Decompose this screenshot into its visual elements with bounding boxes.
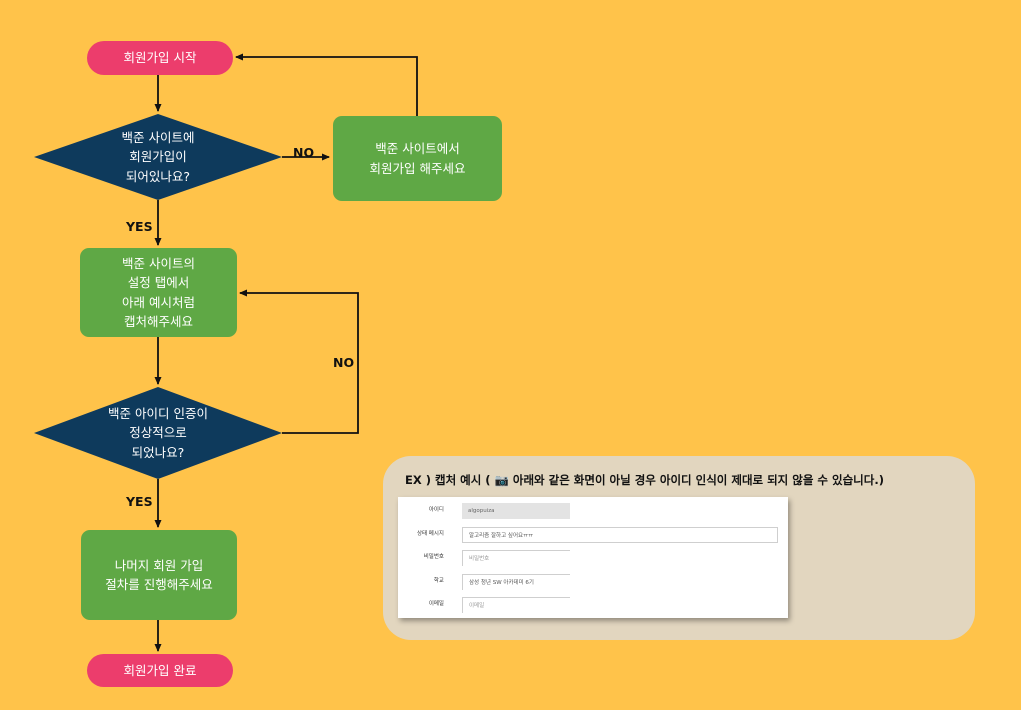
- example-row-email: 이메일 이메일: [398, 596, 788, 613]
- example-value: 삼성 청년 SW 아카데미 6기: [462, 574, 570, 590]
- decision-member-shape: [34, 114, 282, 200]
- example-row-id: 아이디 algopuiza: [398, 502, 788, 519]
- label-no-2: NO: [333, 355, 355, 370]
- signup-node: 백준 사이트에서 회원가입 해주세요: [333, 116, 502, 201]
- example-panel: EX ) 캡처 예시 ( 📷 아래와 같은 화면이 아닐 경우 아이디 인식이 …: [383, 456, 975, 640]
- example-key: 아이디: [428, 507, 444, 513]
- example-title: EX ) 캡처 예시 ( 📷 아래와 같은 화면이 아닐 경우 아이디 인식이 …: [405, 473, 884, 487]
- capture-node: 백준 사이트의 설정 탭에서 아래 예시처럼 캡처해주세요: [80, 248, 237, 337]
- remaining-node: 나머지 회원 가입 절차를 진행해주세요: [81, 530, 237, 620]
- decision-auth-text: 백준 아이디 인증이 정상적으로 되었나요?: [108, 405, 208, 460]
- example-screenshot: 아이디 algopuiza 상태 메시지 알고리즘 잘하고 싶어요ㅠㅠ 비밀번호…: [398, 497, 788, 618]
- example-row-password: 비밀번호 비밀번호: [398, 549, 788, 566]
- start-node: 회원가입 시작: [87, 41, 233, 75]
- label-yes-2: YES: [126, 494, 153, 509]
- example-value: 알고리즘 잘하고 싶어요ㅠㅠ: [462, 527, 778, 543]
- decision-auth-shape: [34, 387, 282, 479]
- label-yes-1: YES: [126, 219, 153, 234]
- example-value: 비밀번호: [462, 550, 570, 566]
- end-node: 회원가입 완료: [87, 654, 233, 687]
- example-key: 상태 메시지: [416, 531, 444, 537]
- example-key: 이메일: [428, 601, 444, 607]
- decision-member-text: 백준 사이트에 회원가입이 되어있나요?: [121, 129, 195, 184]
- example-value: 이메일: [462, 597, 570, 613]
- label-no-1: NO: [293, 145, 315, 160]
- example-row-school: 학교 삼성 청년 SW 아카데미 6기: [398, 573, 788, 590]
- example-row-status: 상태 메시지 알고리즘 잘하고 싶어요ㅠㅠ: [398, 526, 788, 543]
- example-key: 비밀번호: [423, 554, 444, 560]
- example-key: 학교: [433, 578, 444, 584]
- example-value: algopuiza: [462, 503, 570, 519]
